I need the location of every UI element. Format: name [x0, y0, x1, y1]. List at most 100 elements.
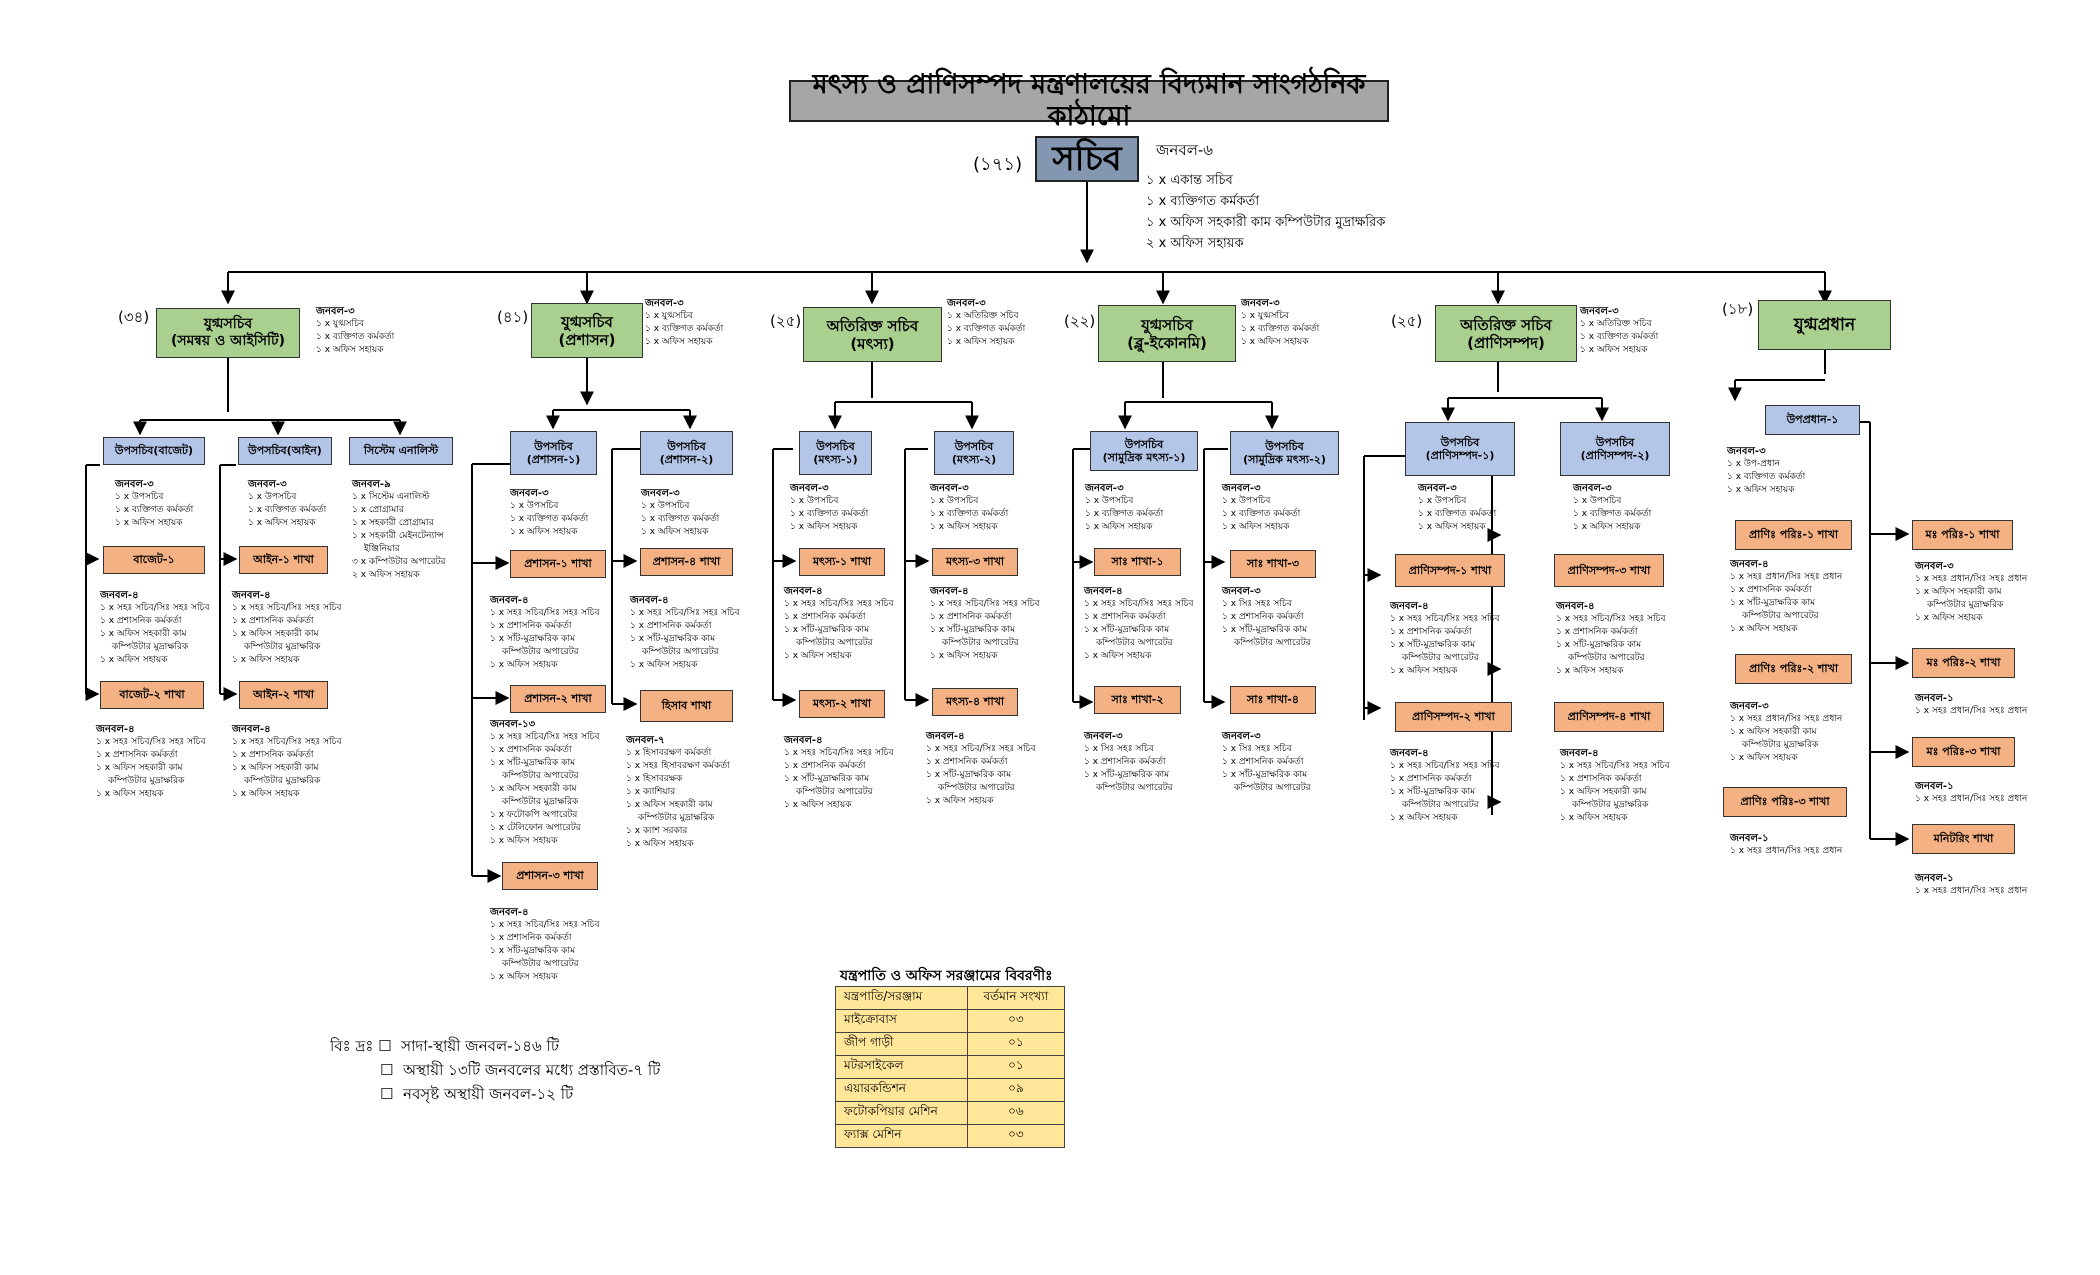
wing-livestock[interactable]: অতিরিক্ত সচিব (প্রাণিসম্পদ) [1435, 305, 1577, 362]
branch-budget-1[interactable]: বাজেট-১ [103, 546, 205, 574]
branch-livestock-3[interactable]: প্রাণিসম্পদ-৩ শাখা [1554, 554, 1664, 587]
wing-count: (২২) [1064, 312, 1096, 330]
branch-fish-planning-1[interactable]: মঃ পরিঃ-১ শাখা [1912, 520, 2013, 550]
table-cell: ০৩ [966, 1124, 1066, 1148]
dept-fisheries-2[interactable]: উপসচিব (মৎস্য-২) [934, 431, 1014, 475]
branch-fisheries-4[interactable]: মৎস্য-৪ শাখা [932, 688, 1018, 716]
table-cell: এয়ারকন্ডিশন [835, 1078, 968, 1102]
dept-deputy-chief-1[interactable]: উপপ্রধান-১ [1765, 405, 1860, 435]
dept-livestock-1[interactable]: উপসচিব (প্রাণিসম্পদ-১) [1405, 422, 1515, 476]
legend-prefix: বিঃ দ্রঃ [330, 1037, 374, 1055]
wing-count: (৪১) [497, 308, 529, 326]
wing-coordination-ict[interactable]: যুগ্মসচিব (সমন্বয় ও আইসিটি) [156, 308, 300, 358]
branch-marine-2[interactable]: সাঃ শাখা-২ [1094, 686, 1181, 714]
dept-marine-1[interactable]: উপসচিব (সামুদ্রিক মৎস্য-১) [1090, 431, 1198, 471]
branch-admin-4[interactable]: প্রশাসন-৪ শাখা [640, 548, 733, 576]
wing-blue-economy[interactable]: যুগ্মসচিব (ব্লু-ইকোনমি) [1098, 305, 1236, 362]
dept-marine-2[interactable]: উপসচিব (সামুদ্রিক মৎস্য-২) [1230, 431, 1339, 475]
dept-fisheries-1[interactable]: উপসচিব (মৎস্য-১) [799, 431, 872, 475]
branch-livestock-planning-1[interactable]: প্রাণিঃ পরিঃ-১ শাখা [1735, 520, 1852, 550]
branch-fish-planning-3[interactable]: মঃ পরিঃ-৩ শাখা [1912, 737, 2015, 767]
table-cell: ০১ [966, 1055, 1066, 1079]
branch-livestock-planning-2[interactable]: প্রাণিঃ পরিঃ-২ শাখা [1735, 654, 1852, 684]
checkbox-icon: ☐ [378, 1037, 392, 1055]
table-cell: ০৬ [966, 1101, 1066, 1125]
branch-fisheries-2[interactable]: মৎস্য-২ শাখা [799, 690, 885, 718]
legend: বিঃ দ্রঃ ☐ সাদা-স্থায়ী জনবল-১৪৬ টি ☐ অস… [330, 1037, 661, 1103]
table-row: জীপ গাড়ী০১ [835, 1032, 1066, 1056]
branch-livestock-2[interactable]: প্রাণিসম্পদ-২ শাখা [1395, 702, 1512, 732]
dept-admin-1[interactable]: উপসচিব (প্রশাসন-১) [510, 431, 597, 475]
dept-budget[interactable]: উপসচিব(বাজেট) [103, 437, 205, 465]
table-cell: ০১ [966, 1032, 1066, 1056]
wing-joint-chief[interactable]: যুগ্মপ্রধান [1758, 300, 1891, 350]
branch-admin-3[interactable]: প্রশাসন-৩ শাখা [502, 862, 598, 890]
table-cell: মাইক্রোবাস [835, 1009, 968, 1033]
wing-fisheries[interactable]: অতিরিক্ত সচিব (মৎস্য) [803, 307, 942, 362]
branch-marine-1[interactable]: সাঃ শাখা-১ [1094, 548, 1181, 576]
dept-livestock-2[interactable]: উপসচিব (প্রাণিসম্পদ-২) [1560, 422, 1670, 476]
branch-marine-4[interactable]: সাঃ শাখা-৪ [1230, 686, 1316, 714]
secretary-staff-head: জনবল-৬ [1156, 141, 1214, 159]
branch-law-1[interactable]: আইন-১ শাখা [239, 546, 328, 574]
wing-count: (২৫) [770, 312, 802, 330]
branch-livestock-4[interactable]: প্রাণিসম্পদ-৪ শাখা [1554, 702, 1664, 732]
branch-livestock-planning-3[interactable]: প্রাণিঃ পরিঃ-৩ শাখা [1723, 787, 1847, 817]
branch-fish-planning-2[interactable]: মঃ পরিঃ-২ শাখা [1912, 648, 2015, 678]
checkbox-icon: ☐ [380, 1085, 394, 1103]
dept-admin-2[interactable]: উপসচিব (প্রশাসন-২) [640, 431, 733, 475]
wing-administration[interactable]: যুগ্মসচিব (প্রশাসন) [531, 303, 643, 358]
branch-law-2[interactable]: আইন-২ শাখা [239, 681, 328, 709]
branch-marine-3[interactable]: সাঃ শাখা-৩ [1230, 550, 1316, 578]
branch-monitoring[interactable]: মনিটরিং শাখা [1912, 824, 2015, 854]
table-cell: ০৩ [966, 1009, 1066, 1033]
branch-budget-2[interactable]: বাজেট-২ শাখা [100, 681, 204, 709]
branch-livestock-1[interactable]: প্রাণিসম্পদ-১ শাখা [1395, 554, 1505, 587]
table-cell: জীপ গাড়ী [835, 1032, 968, 1056]
dept-system-analyst[interactable]: সিস্টেম এনালিস্ট [349, 437, 453, 465]
checkbox-icon: ☐ [380, 1061, 394, 1079]
branch-fisheries-1[interactable]: মৎস্য-১ শাখা [799, 548, 885, 576]
branch-admin-1[interactable]: প্রশাসন-১ শাখা [510, 550, 606, 578]
wing-count: (১৮) [1722, 300, 1754, 318]
branch-accounts[interactable]: হিসাব শাখা [640, 690, 733, 722]
secretary-box[interactable]: সচিব [1035, 136, 1139, 182]
branch-fisheries-3[interactable]: মৎস্য-৩ শাখা [932, 548, 1018, 576]
branch-admin-2[interactable]: প্রশাসন-২ শাখা [510, 685, 606, 713]
dept-law[interactable]: উপসচিব(আইন) [238, 437, 332, 465]
